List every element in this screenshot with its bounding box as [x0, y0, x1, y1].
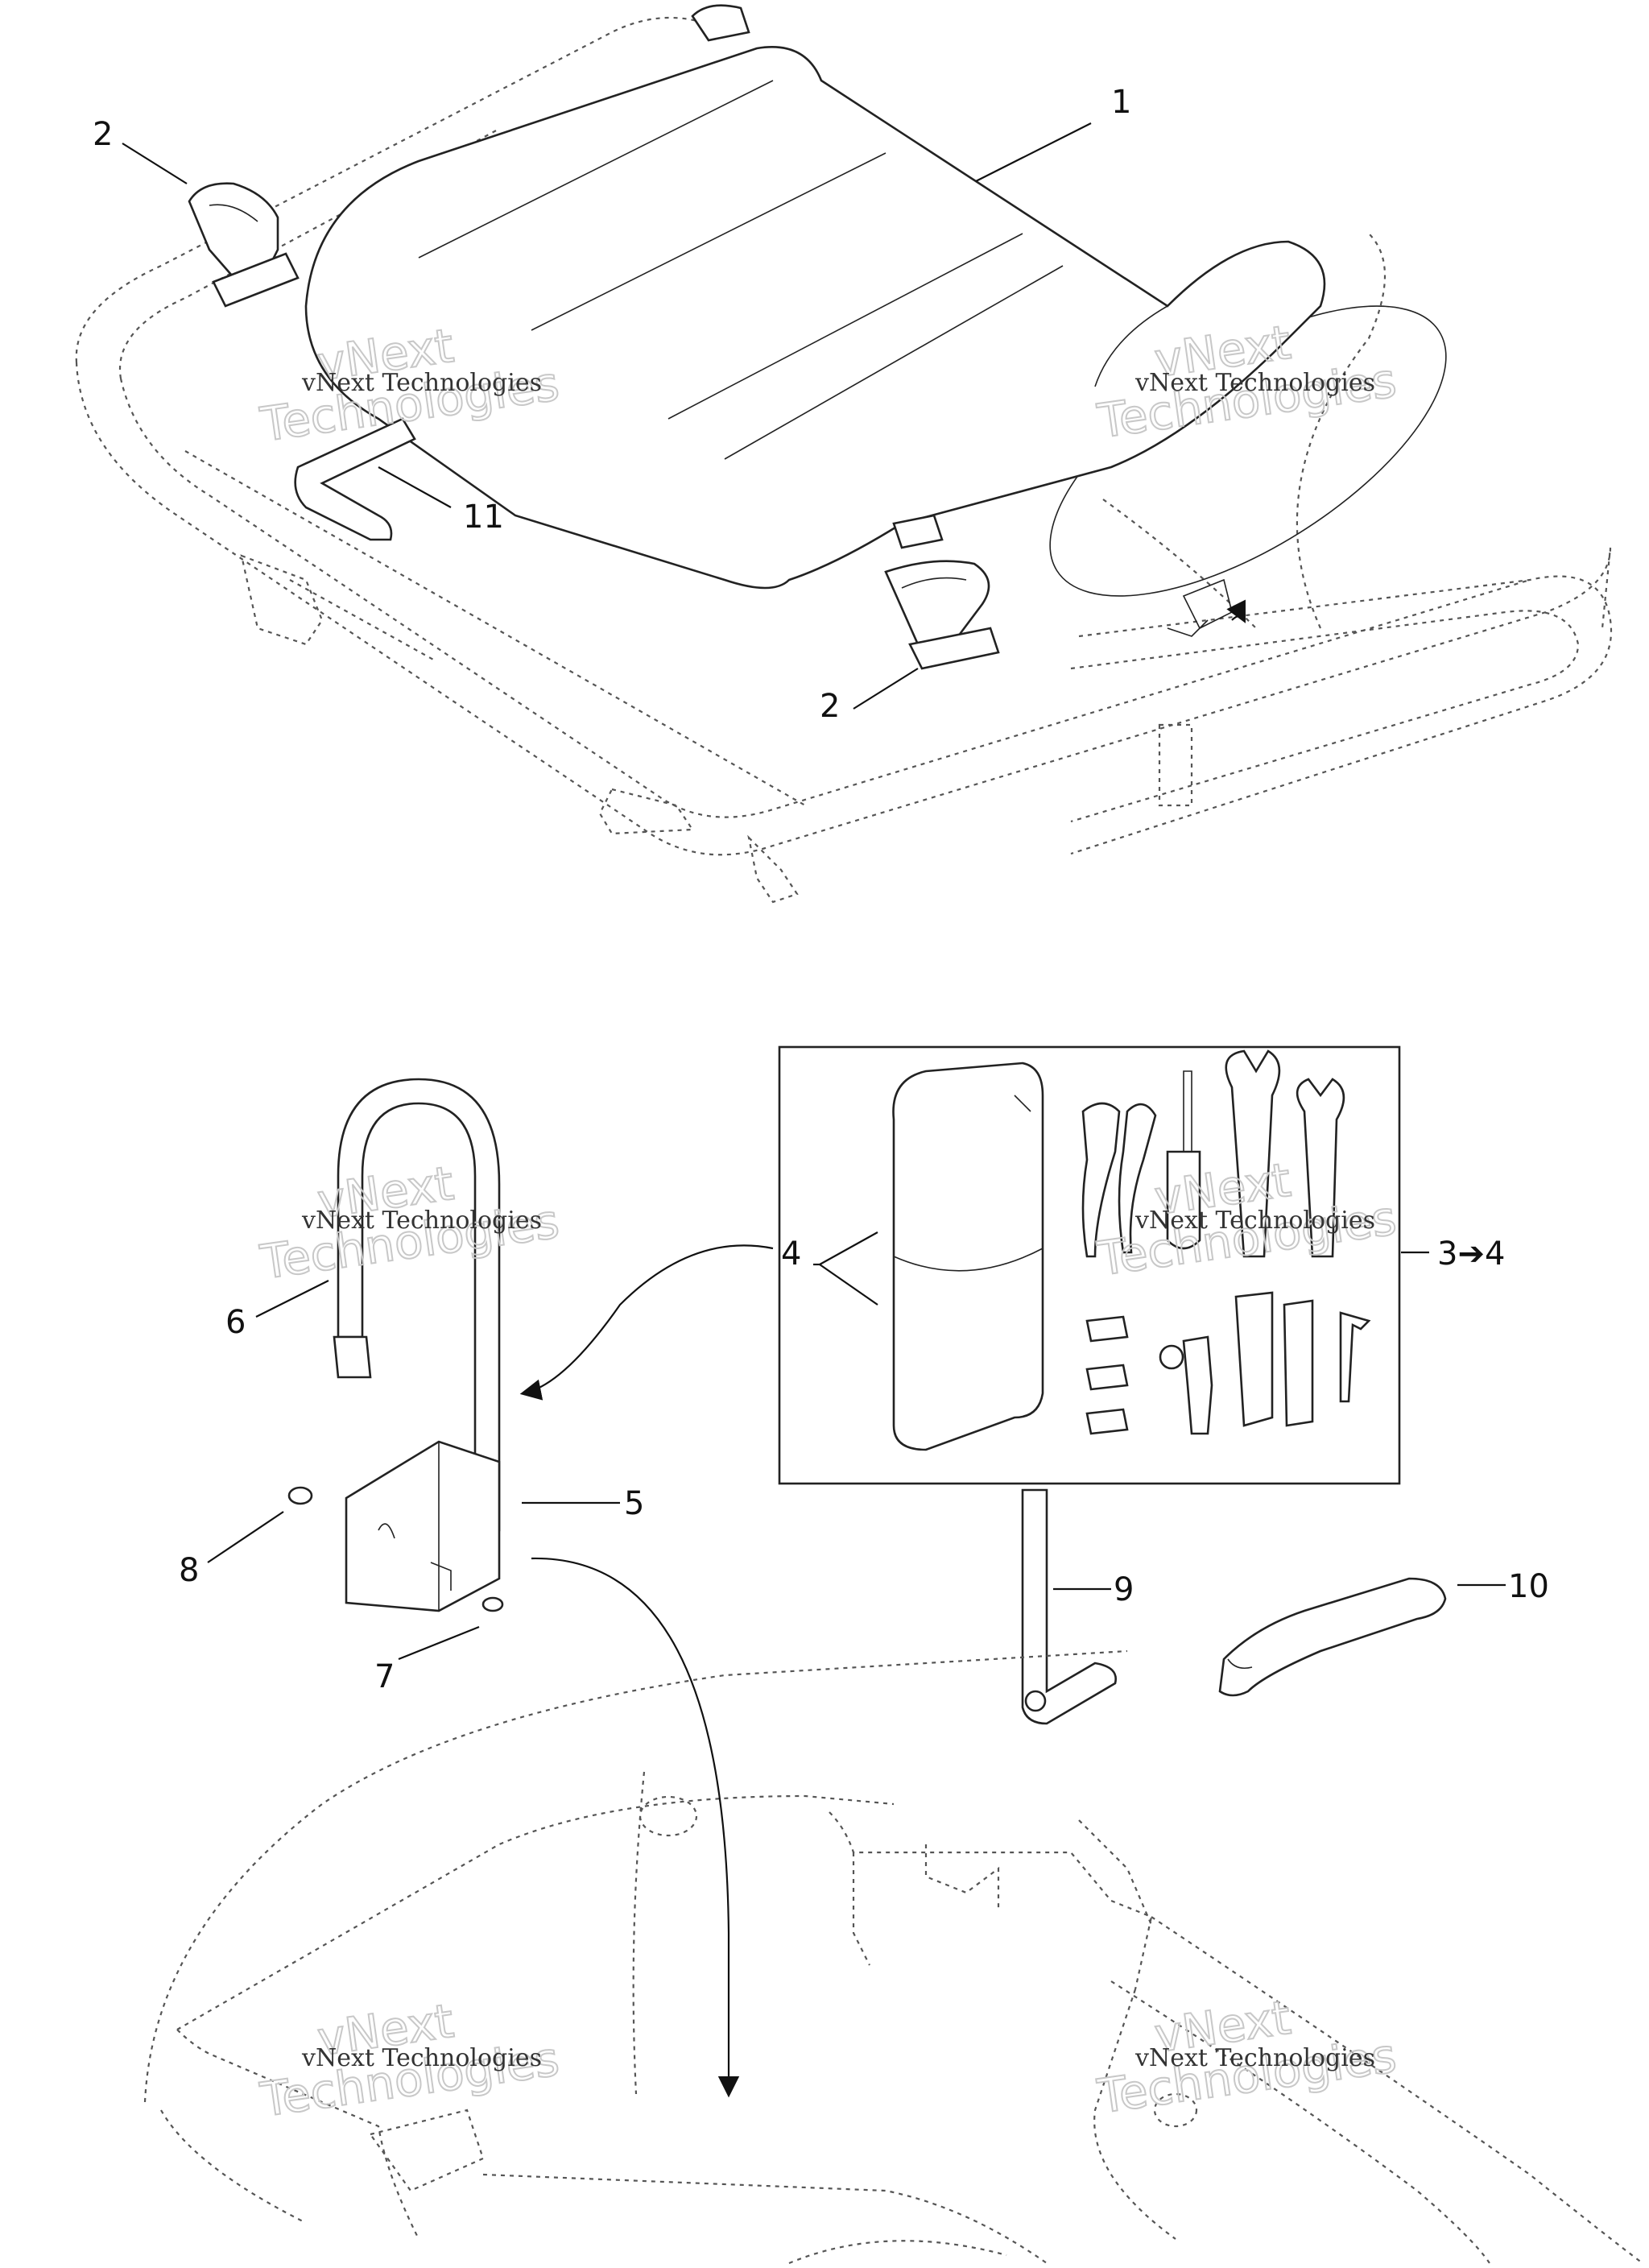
svg-text:vNext Technologies: vNext Technologies [301, 1206, 542, 1235]
callout-8: 8 [179, 1552, 199, 1589]
callout-10: 10 [1508, 1568, 1549, 1605]
callout-3-to-4: 3➔4 [1437, 1235, 1505, 1273]
svg-text:vNext Technologies: vNext Technologies [301, 369, 542, 397]
watermark-mid-left: vNext Technologies vNext Technologies [256, 1155, 563, 1291]
bracket-part-5 [345, 1440, 501, 1612]
tool-pouch-part-4 [892, 1062, 1044, 1451]
tools-set [1081, 1049, 1371, 1435]
seat-clip-part-2-left [188, 182, 300, 308]
callout-7: 7 [374, 1658, 395, 1695]
screw-part-7 [481, 1596, 504, 1612]
spanner-part-10 [1218, 1577, 1447, 1697]
callout-2-right: 2 [820, 688, 840, 725]
watermark-bottom-right: vNext Technologies vNext Technologies [1093, 1989, 1400, 2125]
latch-detail [1167, 619, 1209, 637]
callout-leaders [122, 122, 1506, 2098]
lever-part-9 [1021, 1488, 1117, 1725]
hex-key-part-11 [294, 417, 416, 541]
vehicle-body [143, 1649, 1643, 2265]
seat-part-1 [304, 4, 1326, 590]
svg-text:vNext Technologies: vNext Technologies [1134, 2044, 1375, 2072]
callout-1: 1 [1111, 84, 1131, 121]
watermark-bottom-left: vNext Technologies vNext Technologies [256, 1993, 563, 2129]
svg-text:vNext Technologies: vNext Technologies [301, 2044, 542, 2072]
seat-clip-part-2-right [884, 560, 1000, 670]
callout-6: 6 [225, 1304, 246, 1341]
callout-labels: 1 2 2 11 4 3➔4 6 5 8 7 9 10 [93, 84, 1549, 1695]
callout-9: 9 [1114, 1571, 1134, 1608]
callout-11: 11 [463, 499, 504, 536]
vehicle-frame [75, 16, 1613, 904]
svg-text:vNext Technologies: vNext Technologies [1134, 369, 1375, 397]
toolkit-box [778, 1045, 1401, 1485]
washer-part-8 [287, 1486, 313, 1505]
callout-4: 4 [781, 1235, 801, 1273]
callout-2-left: 2 [93, 116, 113, 153]
svg-text:vNext Technologies: vNext Technologies [1134, 1206, 1375, 1235]
callout-5: 5 [624, 1485, 644, 1522]
